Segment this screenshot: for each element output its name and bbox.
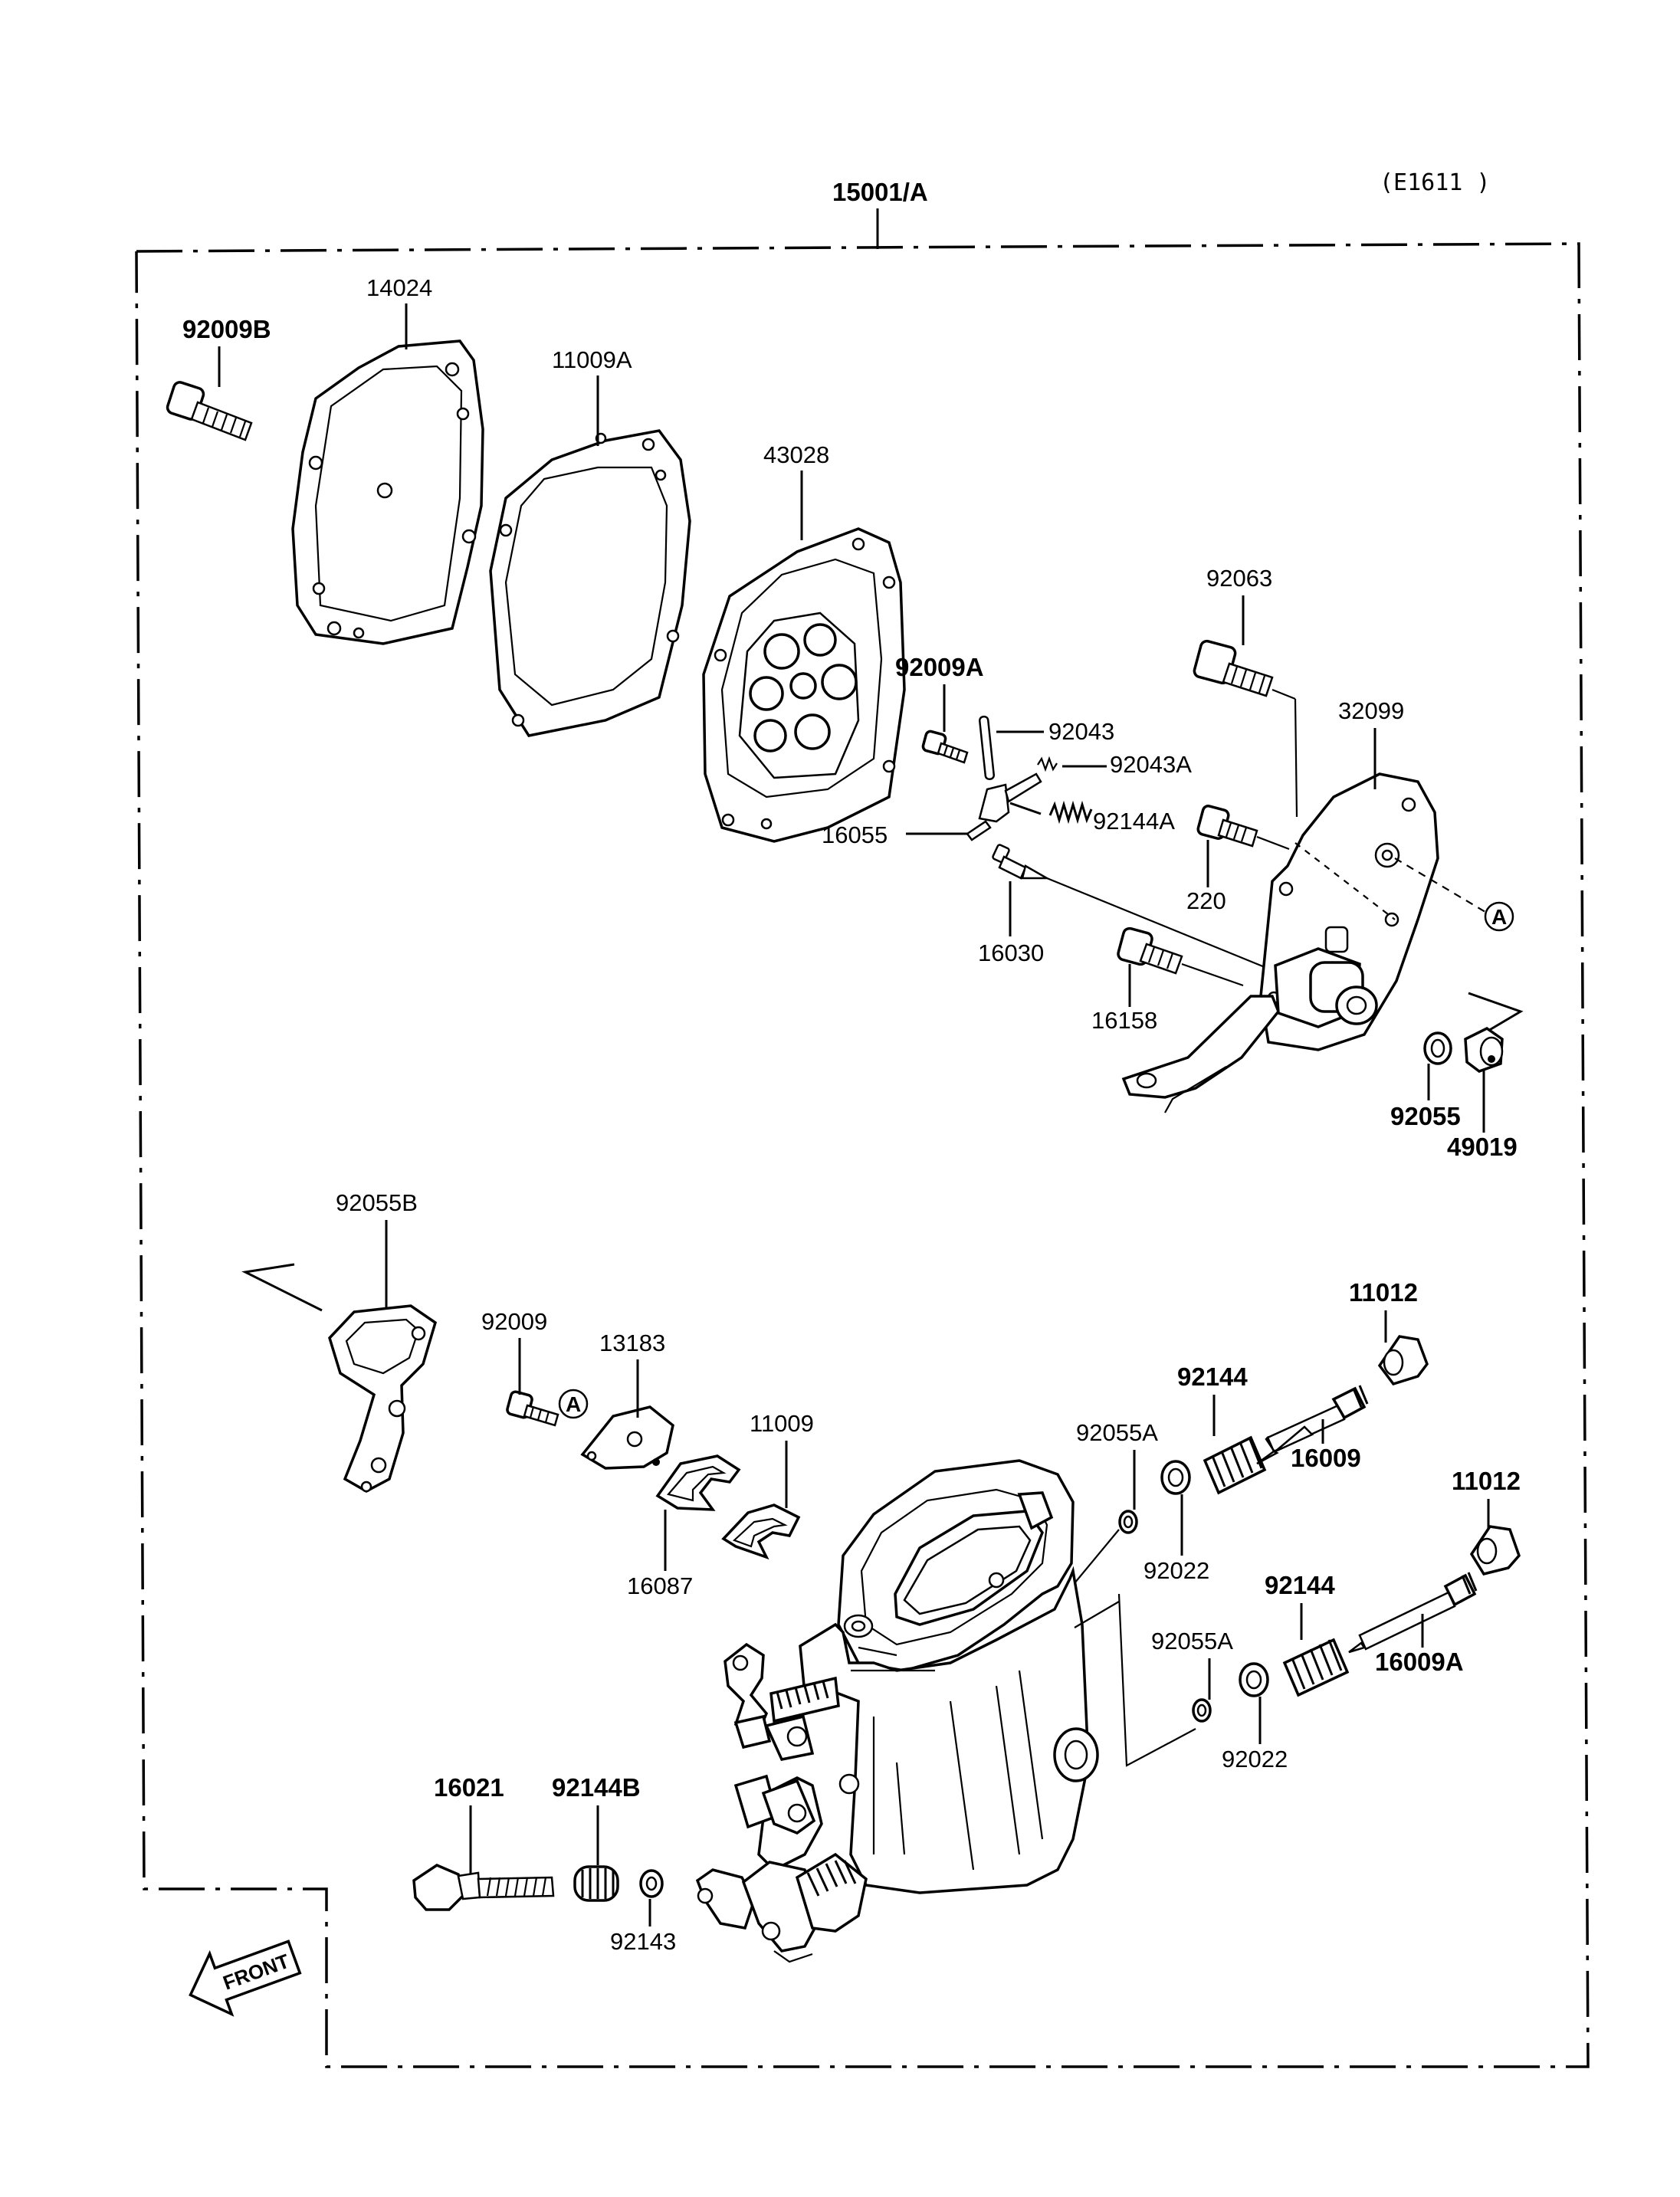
- bolt-92063: [1193, 639, 1274, 697]
- oring-92055a-top: [1118, 1510, 1138, 1534]
- label-92022-top: 92022: [1144, 1557, 1209, 1584]
- needle-16009a: [1348, 1572, 1478, 1654]
- label-92063: 92063: [1206, 565, 1272, 592]
- assembly-boundary: [135, 242, 1590, 2068]
- gasket-11009a: [489, 429, 691, 737]
- label-32099: 32099: [1338, 697, 1404, 724]
- front-arrow-icon: FRONT: [189, 1940, 302, 2017]
- label-92009: 92009: [481, 1308, 547, 1335]
- label-92055a-top: 92055A: [1076, 1419, 1158, 1446]
- label-16009a: 16009A: [1375, 1648, 1464, 1676]
- bolt-92009b: [166, 381, 253, 441]
- cap-11012-bottom: [1469, 1525, 1521, 1576]
- washer-92143: [639, 1869, 664, 1898]
- reference-a-circle-icon: A: [1484, 901, 1514, 932]
- oring-92055a-bottom: [1192, 1698, 1212, 1723]
- label-16030: 16030: [978, 939, 1044, 966]
- label-92055b: 92055B: [336, 1189, 418, 1216]
- label-92009b: 92009B: [182, 315, 271, 343]
- gasket-11009: [721, 1503, 801, 1560]
- screw-92009: [506, 1390, 559, 1427]
- gasket-16087: [655, 1454, 741, 1511]
- screw-16158: [1117, 926, 1244, 987]
- label-11009: 11009: [750, 1410, 814, 1437]
- oring-92055: [1423, 1031, 1452, 1065]
- lever-16055: [966, 772, 1042, 841]
- screw-220: [1196, 805, 1290, 851]
- washer-92022-top: [1160, 1460, 1191, 1495]
- svg-text:A: A: [566, 1392, 581, 1416]
- spring-92144-top: [1203, 1435, 1267, 1495]
- spring-92144a: [1048, 800, 1093, 825]
- label-92055: 92055: [1390, 1102, 1461, 1130]
- label-16158: 16158: [1091, 1007, 1157, 1034]
- label-92144a: 92144A: [1093, 808, 1175, 835]
- label-16021: 16021: [434, 1773, 504, 1802]
- washer-92022-bottom: [1239, 1662, 1269, 1697]
- label-92009a: 92009A: [895, 653, 984, 681]
- label-220: 220: [1186, 887, 1226, 914]
- gasket-92055b: [328, 1304, 438, 1493]
- screw-92009a: [921, 730, 969, 764]
- cap-49019: [1464, 1026, 1504, 1073]
- reference-a-circle-icon-bottom: A: [558, 1389, 589, 1419]
- label-16009: 16009: [1291, 1444, 1361, 1472]
- assembly-number: 15001/A: [832, 178, 928, 206]
- label-92043a: 92043A: [1110, 751, 1192, 778]
- cover-14024: [291, 339, 484, 645]
- label-16087: 16087: [627, 1572, 693, 1599]
- label-43028: 43028: [763, 441, 829, 468]
- cover-32099: [1121, 772, 1439, 1113]
- throttle-body: [695, 1459, 1099, 1963]
- label-14024: 14024: [366, 274, 432, 301]
- angle-marker-left: [241, 1263, 323, 1312]
- needle-16009: [1256, 1385, 1369, 1465]
- cap-11012-top: [1377, 1335, 1429, 1386]
- screw-16021: [412, 1864, 555, 1911]
- label-92055a-bottom: 92055A: [1151, 1628, 1233, 1654]
- label-92144b: 92144B: [552, 1773, 641, 1802]
- pin-92043: [978, 715, 996, 781]
- label-92144-top: 92144: [1177, 1362, 1248, 1391]
- label-92144-bottom: 92144: [1265, 1571, 1335, 1599]
- spring-92144b: [573, 1865, 619, 1902]
- plate-43028: [702, 527, 906, 843]
- label-92043: 92043: [1048, 718, 1114, 745]
- spring-92144-bottom: [1282, 1638, 1350, 1697]
- label-11009a: 11009A: [552, 346, 632, 373]
- label-49019: 49019: [1447, 1133, 1518, 1161]
- label-16055: 16055: [822, 821, 888, 848]
- label-92022-bottom: 92022: [1222, 1746, 1288, 1772]
- label-11012-bottom: 11012: [1452, 1467, 1521, 1495]
- diagram-code: (E1611 ): [1380, 169, 1491, 196]
- spring-92043a: [1037, 756, 1058, 772]
- svg-text:A: A: [1491, 905, 1507, 929]
- label-92143: 92143: [610, 1928, 676, 1955]
- label-13183: 13183: [599, 1330, 665, 1356]
- angle-marker-right: [1468, 992, 1524, 1038]
- plate-13183: [580, 1405, 674, 1470]
- needle-16030: [992, 844, 1265, 969]
- label-11012-top: 11012: [1349, 1278, 1418, 1307]
- group-bracket: [1074, 1529, 1196, 1767]
